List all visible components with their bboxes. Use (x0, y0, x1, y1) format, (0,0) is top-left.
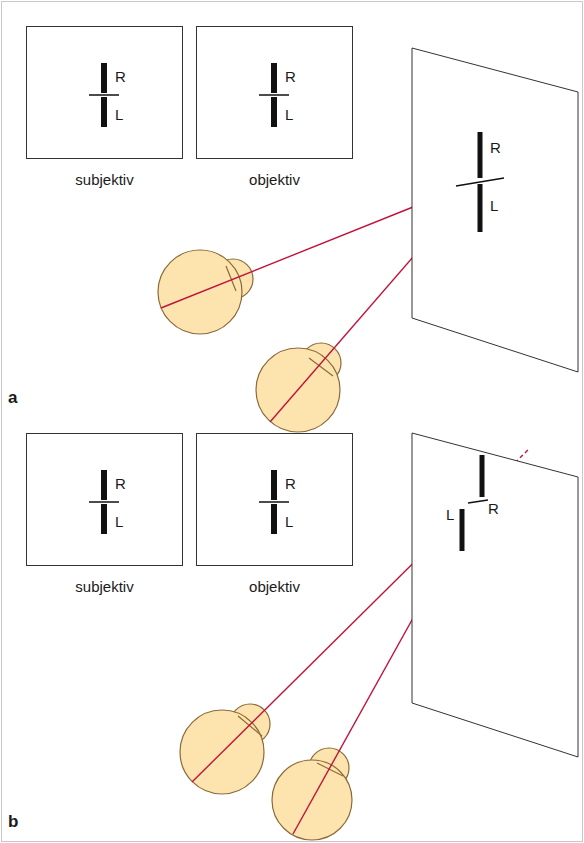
bar-mark (271, 470, 277, 500)
eye (158, 207, 413, 334)
bar-mark (259, 501, 289, 503)
eye-label: R (115, 476, 126, 493)
panel-letter: a (8, 388, 17, 408)
screen-plane (412, 48, 578, 372)
caption: objektiv (249, 579, 300, 596)
caption: objektiv (249, 172, 300, 189)
eye-label: R (115, 69, 126, 86)
bar-mark (271, 504, 277, 534)
image-box: RLobjektiv (196, 26, 353, 159)
eye-label: L (285, 107, 293, 124)
bar-mark (460, 509, 465, 551)
screen-plane (412, 433, 578, 757)
eye-label: R (490, 140, 501, 157)
bar-mark (478, 132, 483, 178)
shape-outline (27, 27, 184, 160)
caption: subjektiv (75, 172, 133, 189)
image-box: RLobjektiv (196, 433, 353, 566)
bar-mark (101, 63, 107, 93)
bar-mark (456, 178, 504, 186)
shape-outline (197, 434, 354, 567)
bar-mark (271, 63, 277, 93)
shape-outline (412, 433, 578, 757)
eye-label: R (285, 69, 296, 86)
bar-mark (259, 94, 289, 96)
projection-screen: RL (412, 433, 578, 757)
bar-mark (480, 455, 485, 497)
eye-label: L (446, 507, 454, 524)
eye-label: L (115, 107, 123, 124)
bar-mark (89, 501, 119, 503)
eye-label: L (490, 198, 498, 215)
projection-screen: RL (412, 48, 578, 372)
eye-label: L (285, 514, 293, 531)
shape-outline (27, 434, 184, 567)
bar-mark (101, 504, 107, 534)
image-box: RLsubjektiv (26, 433, 183, 566)
bar-mark (271, 97, 277, 127)
eye-label: L (115, 514, 123, 531)
bar-mark (101, 97, 107, 127)
bar-mark (468, 500, 488, 503)
shape-outline (197, 27, 354, 160)
eye-label: R (488, 501, 499, 518)
bar-mark (478, 184, 483, 232)
bar-mark (89, 94, 119, 96)
caption: subjektiv (75, 579, 133, 596)
panel-letter: b (8, 812, 18, 832)
image-box: RLsubjektiv (26, 26, 183, 159)
eye-label: R (285, 476, 296, 493)
bar-mark (101, 470, 107, 500)
